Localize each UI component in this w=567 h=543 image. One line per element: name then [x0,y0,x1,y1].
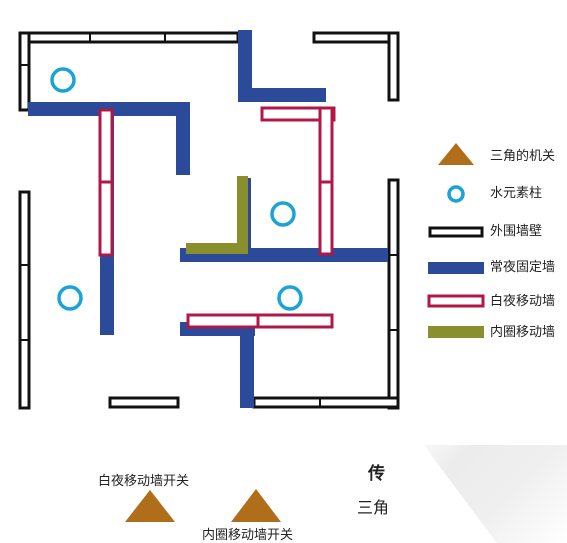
legend-label-fixed-wall: 常夜固定墙 [490,260,556,275]
outer-walls [18,31,400,410]
wall-joints [20,33,398,407]
water-pillar [277,285,303,311]
triangle-icon [125,490,175,522]
legend-label-outer-wall: 外围墙壁 [490,224,543,239]
water-pillar [50,67,76,93]
day-night-switch-label: 白夜移动墙开关 [98,474,190,489]
footer-subtitle: 三角 [357,498,390,517]
ring-icon [447,185,465,203]
outer-wall-right-upper [387,31,400,102]
legend-label-water-pillar: 水元素柱 [490,186,543,201]
outer-wall-left-upper [18,31,31,112]
fixed-wall [176,102,190,175]
fixed-wall [238,30,252,100]
fixed-wall [238,88,326,102]
inner-wall-icon [428,326,484,338]
outer-wall-top-right [312,31,400,44]
triangle-icon [438,143,474,165]
inner-switch-label: 内圈移动墙开关 [202,528,294,543]
water-pillars [50,67,303,311]
legend-label-inner-wall: 内圈移动墙 [490,325,556,340]
water-pillar [270,201,296,227]
fixed-wall-icon [428,262,484,274]
fixed-walls [28,30,388,408]
outer-wall-right-lower [387,178,400,410]
triangle-icon [231,489,281,522]
footer-title: 传 [368,464,385,484]
day-night-wall [260,106,336,122]
fixed-wall [240,322,254,408]
outer-wall-left-lower [18,190,31,410]
water-pillar [57,285,83,311]
outer-wall-top-left [18,31,240,44]
outer-wall-bottom-left [108,396,180,409]
outer-wall-icon [428,226,484,238]
outer-wall-bottom-right [252,396,400,409]
inner-moving-wall [186,176,248,254]
legend-label-day-night-wall: 白夜移动墙 [490,294,556,309]
day-night-wall-icon [427,294,485,308]
legend-label-triangle: 三角的机关 [490,149,556,164]
day-night-wall [186,313,334,329]
